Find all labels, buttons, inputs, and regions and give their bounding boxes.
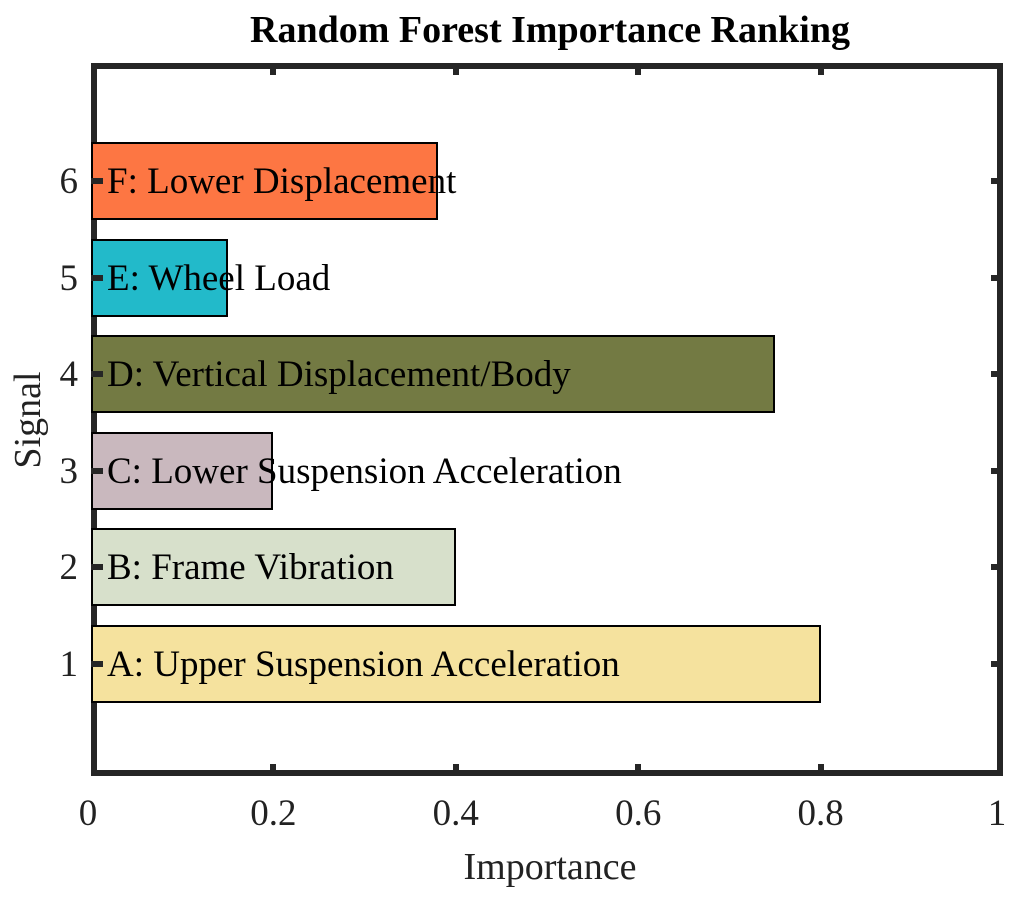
bar-label-6: F: Lower Displacement [107, 161, 457, 202]
x-tick-label: 0.4 [432, 793, 479, 834]
x-tick-label: 0.2 [250, 793, 297, 834]
bar-label-1: A: Upper Suspension Acceleration [107, 643, 620, 685]
y-tick-right [991, 274, 1003, 281]
y-tick-right [991, 564, 1003, 570]
y-tick-left [91, 371, 103, 377]
x-tick-bottom [270, 764, 277, 776]
x-tick-top [270, 63, 277, 75]
chart-title: Random Forest Importance Ranking [250, 9, 850, 51]
y-tick-label: 5 [59, 257, 79, 299]
bar-4 [91, 335, 775, 413]
y-tick-right [991, 660, 1003, 667]
x-tick-label: 0.8 [797, 793, 844, 834]
bar-label-5: E: Wheel Load [107, 257, 331, 299]
x-axis-label: Importance [463, 846, 637, 888]
x-tick-bottom [817, 764, 824, 776]
x-tick-label: 0 [78, 793, 98, 834]
bar-2 [91, 528, 456, 606]
bar-label-2: B: Frame Vibration [107, 547, 394, 588]
y-tick-right [991, 371, 1003, 377]
y-tick-label: 4 [59, 354, 79, 395]
x-tick-top [635, 63, 642, 75]
bar-6 [91, 142, 438, 220]
y-tick-label: 3 [59, 450, 79, 492]
y-tick-right [991, 178, 1003, 184]
x-tick-label: 0.6 [615, 793, 662, 834]
x-tick-top [817, 63, 824, 75]
y-tick-left [91, 660, 103, 667]
bar-label-3: C: Lower Suspension Acceleration [107, 450, 622, 492]
x-tick-label: 1 [987, 793, 1007, 834]
y-tick-left [91, 467, 103, 474]
y-tick-label: 2 [59, 547, 79, 588]
y-tick-label: 6 [59, 161, 79, 202]
y-tick-left [91, 178, 103, 184]
y-tick-right [991, 467, 1003, 474]
y-tick-label: 1 [59, 643, 79, 685]
bar-1 [91, 624, 821, 703]
y-tick-left [91, 564, 103, 570]
plot-area [91, 63, 1003, 776]
x-tick-top [452, 63, 459, 75]
bar-label-4: D: Vertical Displacement/Body [107, 354, 571, 395]
y-axis-label: Signal [7, 371, 49, 469]
y-tick-left [91, 274, 103, 281]
x-tick-bottom [635, 764, 642, 776]
x-tick-bottom [452, 764, 459, 776]
